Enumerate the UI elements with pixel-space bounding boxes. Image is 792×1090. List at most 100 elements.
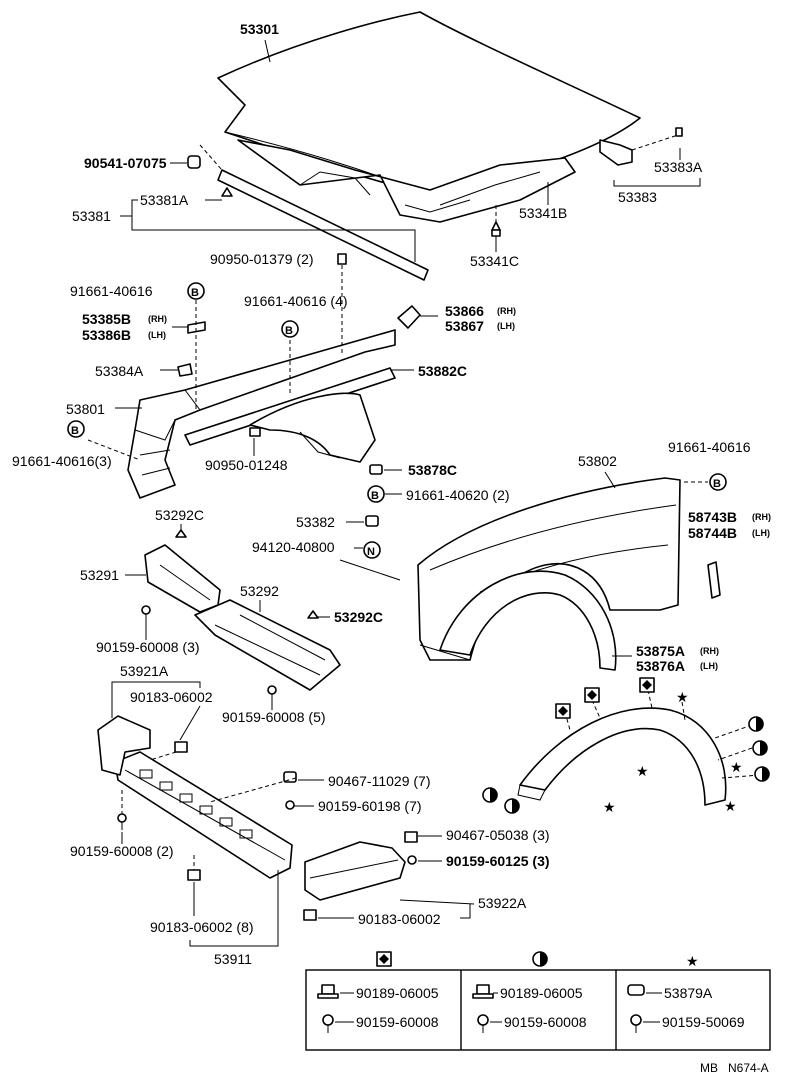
under-cover-53292 — [194, 599, 341, 691]
star-marker-icon: ★ — [676, 689, 689, 705]
label-53382: 53382 — [296, 514, 335, 530]
nut-icon — [174, 741, 188, 753]
screw-icon — [117, 813, 127, 830]
label-90183-06002-a: 90183-06002 — [130, 689, 213, 705]
label-91661-40616-4: 91661-40616 (4) — [244, 293, 348, 309]
label-91661-40620: 91661-40620 (2) — [406, 487, 510, 503]
label-53292: 53292 — [240, 583, 279, 599]
label-53381: 53381 — [72, 208, 111, 224]
label-90159-60125: 90159-60125 (3) — [446, 853, 550, 869]
label-58744B-lh: (LH) — [752, 528, 770, 538]
half-circle-marker-icon — [482, 787, 498, 803]
legend-screw-icon — [322, 1014, 334, 1033]
label-91661-40616-b: 91661-40616 — [668, 439, 751, 455]
diamond-marker-icon — [555, 703, 571, 719]
clip-icon — [187, 155, 201, 169]
label-90159-60008-3: 90159-60008 (3) — [96, 639, 200, 655]
b-marker-icon: B — [367, 485, 385, 503]
clip-icon — [283, 771, 297, 783]
svg-text:B: B — [71, 425, 79, 437]
svg-text:★: ★ — [603, 799, 616, 815]
screw-icon — [285, 800, 295, 810]
nut-icon — [303, 909, 317, 921]
side-seal-53922A — [304, 841, 406, 901]
legend-star-icon: ★ — [686, 953, 699, 969]
label-58743B: 58743B — [688, 509, 737, 525]
label-90183-06002-8: 90183-06002 (8) — [150, 919, 254, 935]
legend-diamond-part1: 90189-06005 — [356, 985, 439, 1001]
clip-icon — [491, 221, 501, 237]
label-90950-01248: 90950-01248 — [205, 457, 288, 473]
screw-icon — [407, 855, 417, 865]
legend-nut-icon — [317, 984, 339, 999]
bolt-icon — [675, 127, 683, 137]
label-53385B: 53385B — [82, 311, 131, 327]
label-90183-06002-b: 90183-06002 — [358, 911, 441, 927]
legend-table — [305, 969, 771, 1051]
b-marker-icon: B — [187, 282, 205, 300]
legend-half-circle-icon — [532, 951, 548, 967]
label-53882C: 53882C — [418, 363, 467, 379]
side-seal-53921A — [97, 715, 151, 776]
legend-nut-icon — [472, 984, 494, 999]
label-91661-40616-3: 91661-40616(3) — [12, 453, 112, 469]
legend-halfcircle-part1: 90189-06005 — [500, 985, 583, 1001]
half-circle-marker-icon — [504, 798, 520, 814]
legend-clip-icon — [627, 984, 645, 996]
label-90950-01379: 90950-01379 (2) — [210, 251, 314, 267]
label-53381A: 53381A — [140, 192, 189, 208]
diamond-marker-icon — [639, 677, 655, 693]
label-53867-lh: (LH) — [497, 321, 515, 331]
deflector-slots — [139, 769, 253, 839]
clip-icon — [365, 515, 379, 527]
apron-bracket — [397, 305, 421, 329]
svg-text:★: ★ — [730, 759, 743, 775]
label-91661-40616-a: 91661-40616 — [70, 283, 153, 299]
label-53341B: 53341B — [519, 205, 567, 221]
label-53341C: 53341C — [470, 253, 519, 269]
svg-text:B: B — [285, 325, 293, 337]
apron-wheelhouse — [249, 392, 376, 463]
label-94120-40800: 94120-40800 — [252, 539, 335, 555]
diamond-marker-icon — [584, 687, 600, 703]
star-marker-icon: ★ — [724, 798, 737, 814]
star-marker-icon: ★ — [603, 799, 616, 815]
half-circle-marker-icon — [752, 740, 768, 756]
svg-text:★: ★ — [676, 689, 689, 705]
label-53802: 53802 — [578, 453, 617, 469]
hood-seal — [217, 169, 429, 281]
label-53383A: 53383A — [654, 159, 703, 175]
b-marker-icon: B — [67, 420, 85, 438]
label-58744B: 58744B — [688, 525, 737, 541]
svg-text:★: ★ — [686, 953, 699, 969]
clip-icon — [175, 529, 187, 538]
nut-icon — [404, 831, 418, 843]
label-53386B: 53386B — [82, 327, 131, 343]
svg-text:B: B — [713, 478, 721, 490]
label-53866: 53866 — [445, 303, 484, 319]
stone-deflector — [114, 751, 293, 879]
label-53292C-b: 53292C — [334, 609, 383, 625]
label-90541-07075: 90541-07075 — [84, 155, 167, 171]
clip-icon — [369, 464, 383, 475]
star-marker-icon: ★ — [730, 759, 743, 775]
hood-hinge — [599, 139, 633, 166]
b-marker-icon: B — [281, 320, 299, 338]
label-53876A-lh: (LH) — [700, 661, 718, 671]
apron-clip — [177, 363, 193, 377]
label-53291: 53291 — [80, 567, 119, 583]
half-circle-marker-icon — [754, 766, 770, 782]
label-90159-60198: 90159-60198 (7) — [318, 798, 422, 814]
label-53867: 53867 — [445, 318, 484, 334]
svg-text:N: N — [367, 546, 375, 558]
fender-apron — [127, 329, 396, 499]
b-marker-icon: B — [709, 473, 727, 491]
legend-star-part2: 90159-50069 — [662, 1014, 745, 1030]
label-53866-rh: (RH) — [497, 306, 516, 316]
fender-liner — [439, 570, 617, 671]
label-53922A: 53922A — [478, 895, 527, 911]
label-53875A: 53875A — [636, 643, 685, 659]
label-53911: 53911 — [214, 951, 252, 967]
label-53385B-rh: (RH) — [148, 314, 167, 324]
label-53875A-rh: (RH) — [700, 646, 719, 656]
